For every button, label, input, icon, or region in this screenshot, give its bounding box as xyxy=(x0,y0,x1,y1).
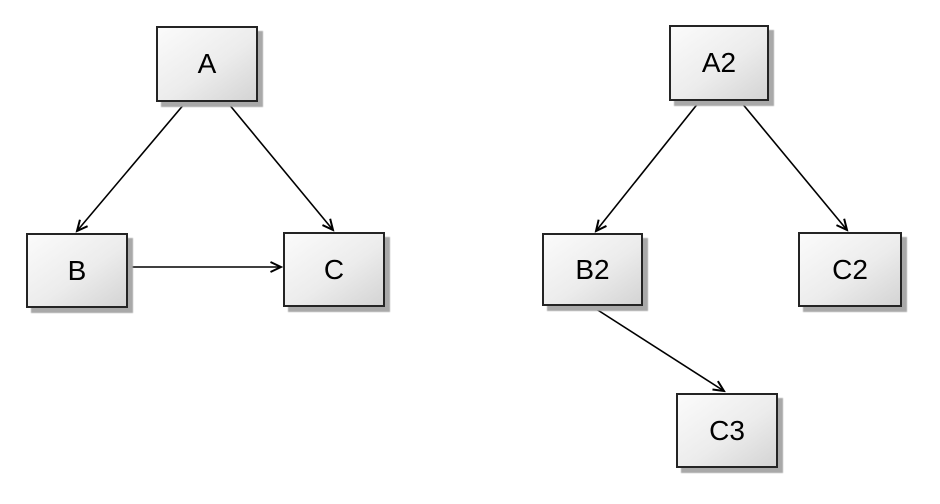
node-a2-label: A2 xyxy=(701,47,737,78)
node-c2[interactable]: C2 xyxy=(798,232,902,307)
node-c[interactable]: C xyxy=(283,232,385,307)
edge-b2-c3[interactable] xyxy=(592,306,724,391)
node-c3-label: C3 xyxy=(709,414,745,446)
edge-a-c[interactable] xyxy=(227,102,333,230)
node-a[interactable]: A xyxy=(156,26,258,102)
edge-a2-b2[interactable] xyxy=(596,101,700,231)
node-b[interactable]: B xyxy=(26,233,128,308)
node-b2-label: B2 xyxy=(575,253,610,285)
node-c2-label: C2 xyxy=(832,253,868,285)
node-a2[interactable]: A2 xyxy=(669,25,769,101)
edge-a-b[interactable] xyxy=(77,102,186,231)
node-a-label: A xyxy=(197,48,217,79)
node-c3[interactable]: C3 xyxy=(676,393,778,468)
edge-a2-c2[interactable] xyxy=(740,101,847,230)
node-b-label: B xyxy=(67,254,87,286)
node-c-label: C xyxy=(323,253,345,285)
node-b2[interactable]: B2 xyxy=(542,233,643,306)
